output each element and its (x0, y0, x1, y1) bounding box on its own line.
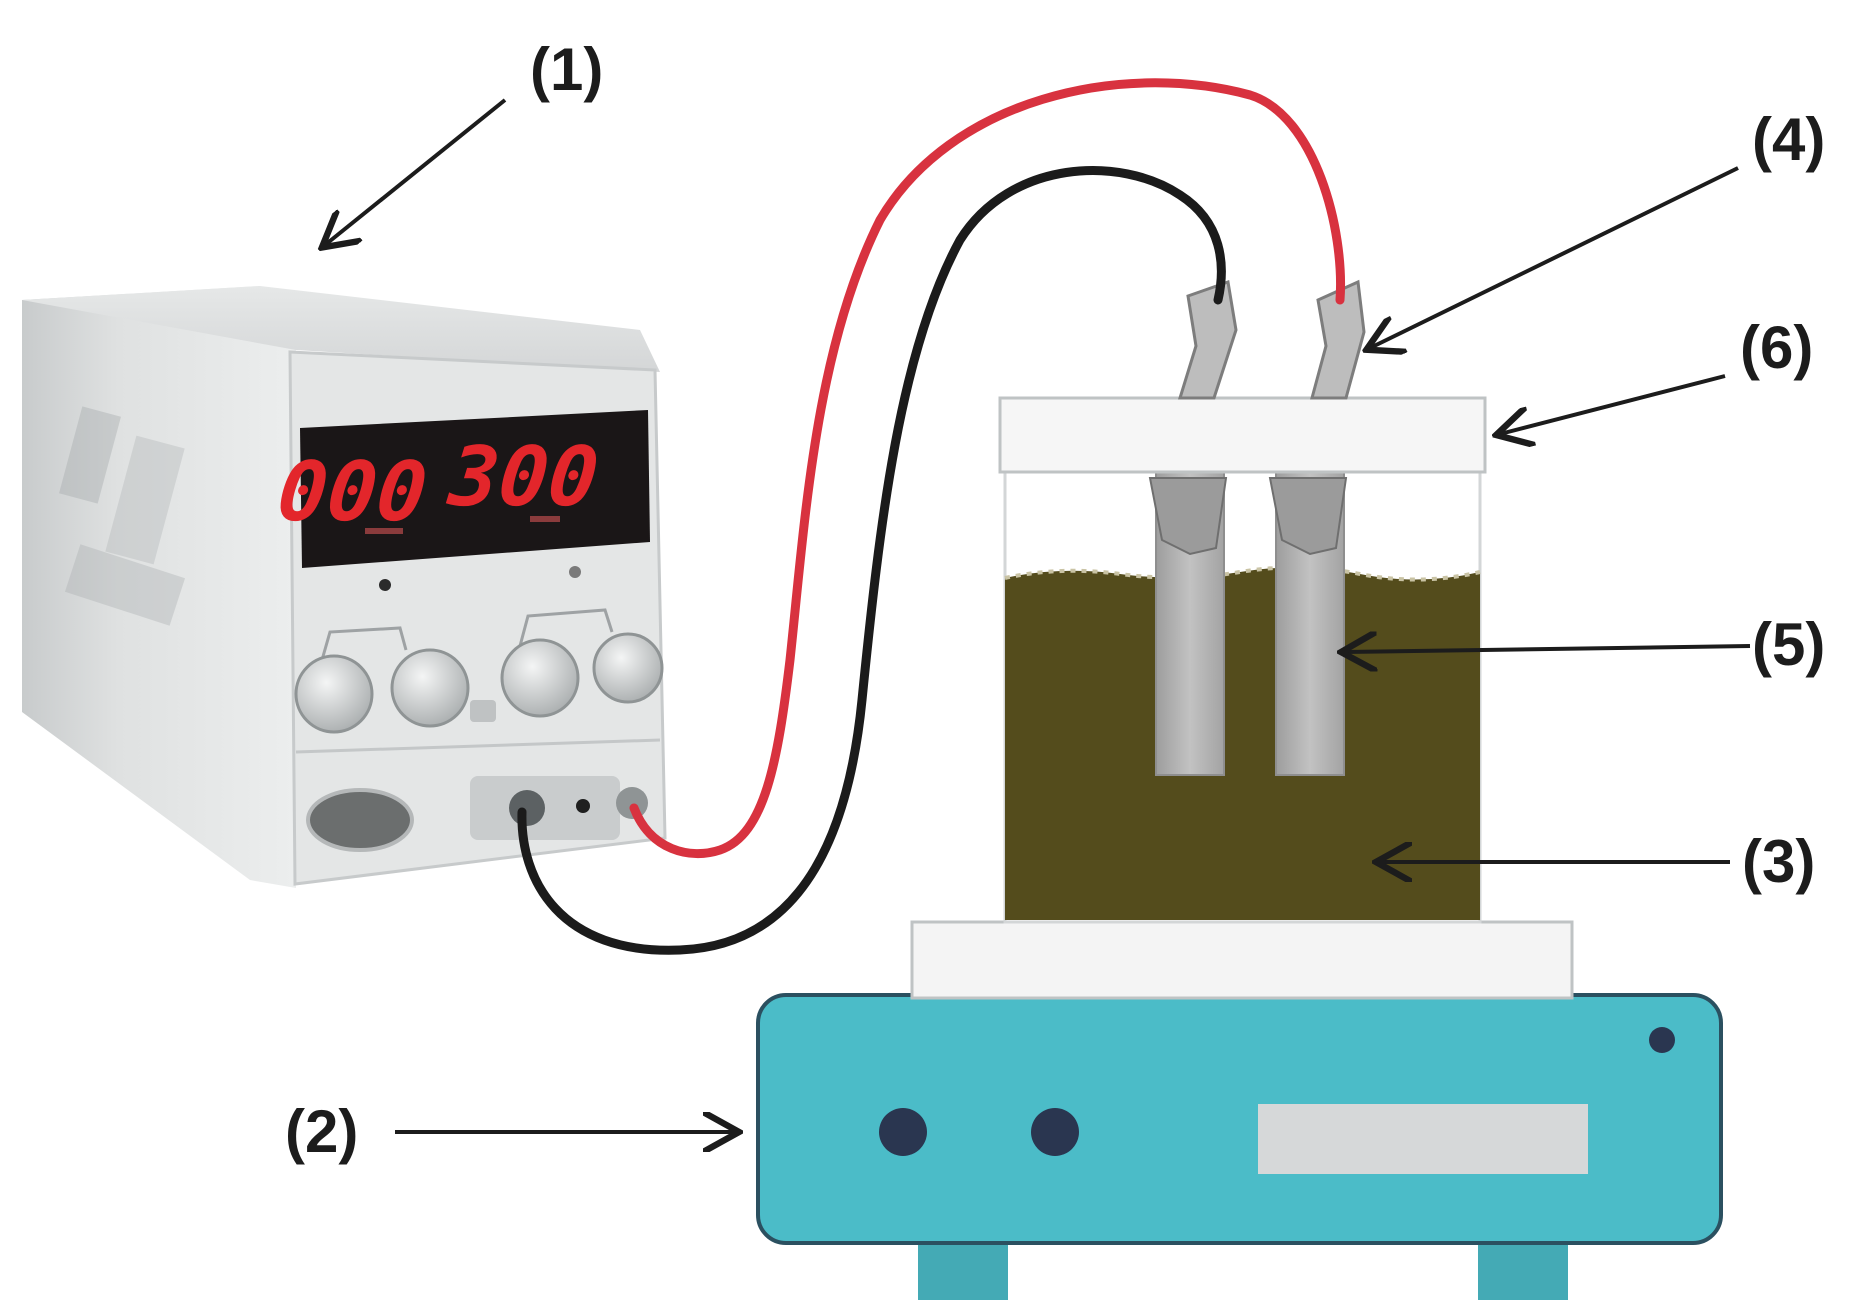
power-supply-top (22, 286, 660, 372)
solution-surface-froth (1004, 565, 1481, 582)
arrow-clip (1370, 166, 1739, 348)
dc-power-supply: 000 300 (22, 286, 667, 888)
negative-lead-wire (517, 166, 1226, 955)
indicator-led-left (379, 579, 391, 591)
adjustment-knobs (294, 632, 664, 734)
callout-labels: (1) (2) (3) (4) (5) (6) (285, 36, 1825, 1165)
electrodes (1148, 469, 1348, 776)
panel-divider (295, 738, 661, 754)
mode-switch (470, 700, 496, 722)
electrolyte-solution (1005, 567, 1480, 920)
knob-bracket-left (320, 626, 408, 661)
label-hot-plate: (2) (285, 1098, 358, 1165)
voltage-coarse-knob (500, 638, 580, 718)
arrow-electrodes (1345, 646, 1751, 652)
alligator-clip-negative (1177, 279, 1238, 400)
clip-jaw-left (1148, 477, 1228, 556)
heating-plate-surface (910, 920, 1574, 1000)
hot-plate-indicator-light (1649, 1027, 1675, 1053)
display-caption-left (365, 528, 403, 534)
label-electrodes: (5) (1752, 611, 1825, 678)
display-current-readout: 000 (273, 445, 431, 540)
clip-jaw-right (1268, 477, 1348, 556)
knob-bracket-right (518, 608, 614, 647)
beaker-lid (998, 396, 1487, 474)
power-supply-side (22, 286, 296, 888)
label-power-supply: (1) (530, 36, 603, 103)
power-switch (306, 788, 414, 852)
label-solution: (3) (1742, 828, 1815, 895)
negative-terminal (509, 790, 545, 826)
indicator-led-right (569, 566, 581, 578)
ground-terminal (576, 799, 590, 813)
hot-plate-knob-right (1031, 1108, 1079, 1156)
arrow-power-supply (325, 98, 507, 245)
hot-plate-knob-left (879, 1108, 927, 1156)
electrolytic-cell (998, 279, 1487, 924)
voltage-fine-knob (592, 632, 664, 704)
label-lid: (6) (1740, 314, 1813, 381)
magnetic-stirrer-hot-plate (756, 920, 1723, 1300)
side-print-marks (59, 406, 186, 626)
display-caption-right (530, 516, 560, 522)
arrow-lid (1500, 374, 1726, 434)
label-clip: (4) (1752, 106, 1825, 173)
current-coarse-knob (294, 654, 374, 734)
callout-arrows (325, 98, 1751, 1132)
alligator-clips (1177, 279, 1366, 400)
current-fine-knob (390, 648, 470, 728)
display-voltage-readout: 300 (443, 430, 603, 525)
positive-lead-wire (629, 78, 1346, 858)
alligator-clip-positive (1310, 279, 1366, 400)
hot-plate-display-panel (1258, 1104, 1588, 1174)
